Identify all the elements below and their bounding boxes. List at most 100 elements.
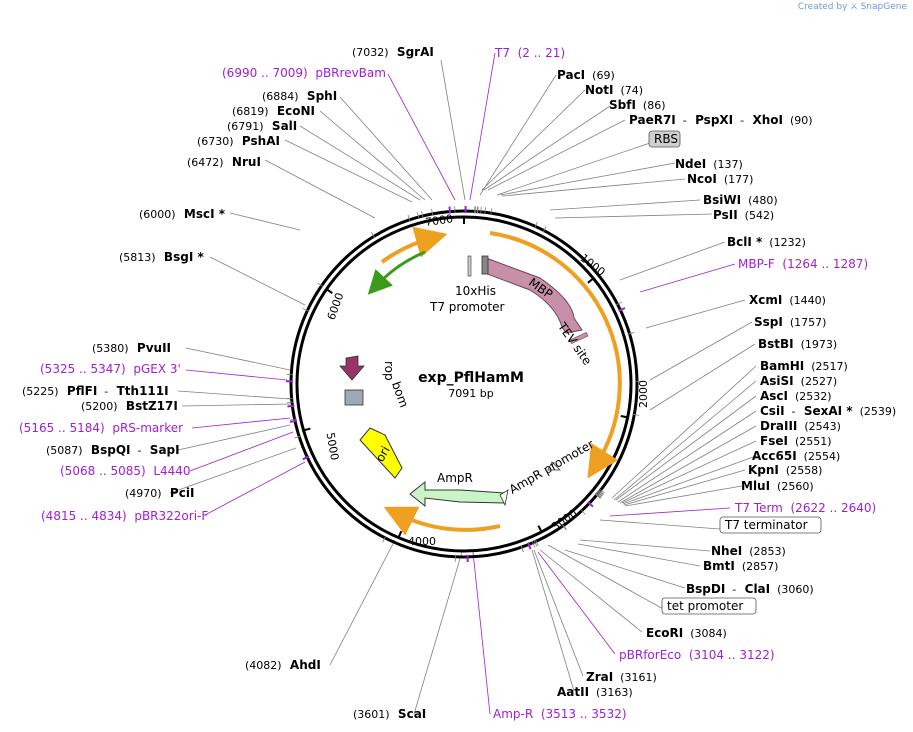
site-label-fsei[interactable]: FseI (2551) (760, 434, 832, 448)
site-label-bmti[interactable]: BmtI (2857) (703, 559, 778, 573)
site-label-sphi[interactable]: (6884) SphI (262, 89, 337, 103)
rop-feature-arrow[interactable] (339, 355, 365, 381)
label-part-bspqi-0: (5087) (46, 444, 83, 457)
site-label-l4440[interactable]: (5068 .. 5085) L4440 (60, 464, 191, 478)
label-part-zrai-1: (3161) (613, 671, 657, 684)
orf-arcs (367, 226, 622, 536)
site-label-kpni[interactable]: KpnI (2558) (748, 463, 822, 477)
label-part-sali-1: SalI (264, 119, 298, 133)
site-label-draiii[interactable]: DraIII (2543) (760, 419, 841, 433)
site-mark-paer7i (477, 206, 479, 214)
label-part-ecori-1: (3084) (683, 627, 727, 640)
tev-site-block[interactable] (569, 331, 589, 345)
ampr-promoter-mark[interactable] (499, 489, 509, 507)
site-label-pbrrevbam[interactable]: (6990 .. 7009) pBRrevBam (222, 66, 386, 80)
site-label-paer7i[interactable]: PaeR7I - PspXI - XhoI (90) (629, 113, 813, 127)
site-label-econi[interactable]: (6819) EcoNI (232, 104, 315, 118)
site-label-noti[interactable]: NotI (74) (585, 83, 643, 97)
tet-promoter-mark[interactable] (547, 461, 561, 471)
tick-1000: 1000 (577, 251, 607, 278)
site-mark-aatii (520, 545, 524, 553)
site-label-asci[interactable]: AscI (2532) (760, 389, 832, 403)
site-label-psti[interactable]: PsII (542) (713, 208, 774, 222)
site-label-bstbi[interactable]: BstBI (1973) (758, 337, 837, 351)
label-part-sphi-1: SphI (299, 89, 338, 103)
site-label-acc65i[interactable]: Acc65I (2554) (752, 449, 840, 463)
site-label-bcli[interactable]: BclI * (1232) (727, 235, 806, 249)
mbp-feature-arrow[interactable] (481, 257, 583, 334)
site-label-ndei[interactable]: NdeI (137) (675, 157, 743, 171)
site-mark-bspqi (289, 418, 297, 421)
site-mark-mlui (594, 493, 601, 499)
ori-feature-arrow[interactable] (359, 427, 403, 479)
site-label-ecori[interactable]: EcoRI (3084) (646, 626, 727, 640)
label-part-psti-1: (542) (738, 209, 775, 222)
label-part-pshai-0: (6730) (197, 135, 234, 148)
leader-lines (169, 52, 757, 715)
site-mark-bsiwi (534, 221, 538, 229)
bom-feature-block[interactable] (344, 389, 364, 406)
t7-promoter-label: T7 promoter (429, 300, 505, 314)
site-label-paci[interactable]: PacI (69) (557, 68, 615, 82)
site-label-msci[interactable]: (6000) MscI * (139, 207, 226, 221)
site-label-bspdi[interactable]: BspDI - ClaI (3060) (686, 582, 814, 596)
site-label-mlui[interactable]: MluI (2560) (741, 479, 814, 493)
site-label-nhei[interactable]: NheI (2853) (711, 544, 786, 558)
label-part-nrui-0: (6472) (187, 156, 224, 169)
site-label-mbpf[interactable]: MBP-F (1264 .. 1287) (738, 257, 868, 271)
site-label-nrui[interactable]: (6472) NruI (187, 155, 261, 169)
label-part-asisi-0: AsiSI (760, 374, 794, 388)
site-label-pvuii[interactable]: (5380) PvuII (92, 341, 171, 355)
site-label-sgrai[interactable]: (7032) SgrAI (352, 45, 434, 59)
site-label-bsgi[interactable]: (5813) BsgI * (119, 250, 204, 264)
label-part-pflfi-1: PflFI (59, 384, 98, 398)
site-mark-asisi (597, 489, 604, 495)
site-mark-sphi (431, 208, 434, 216)
label-part-ahdi-1: AhdI (282, 658, 321, 672)
site-label-pgex3[interactable]: (5325 .. 5347) pGEX 3' (40, 362, 181, 376)
site-mark-bstbi (632, 413, 640, 416)
label-part-bsgi-1: BsgI * (156, 250, 205, 264)
site-label-bamhi[interactable]: BamHI (2517) (760, 359, 848, 373)
site-label-tetpromoter[interactable]: tet promoter (661, 597, 757, 615)
ampr-feature-arrow[interactable] (409, 480, 506, 508)
site-label-csii[interactable]: CsiI - SexAI * (2539) (760, 404, 896, 418)
site-mark-bstz17i (286, 401, 294, 404)
site-label-xcmi[interactable]: XcmI (1440) (749, 293, 826, 307)
label-part-noti-0: NotI (585, 83, 614, 97)
site-label-bstz17i[interactable]: (5200) BstZ17I (81, 399, 178, 413)
site-label-bsiwi[interactable]: BsiWI (480) (703, 193, 778, 207)
site-mark-msci (317, 282, 324, 288)
site-mark-ndei (484, 207, 486, 215)
site-label-bspqi[interactable]: (5087) BspQI - SapI (46, 443, 180, 457)
tick-6000: 6000 (325, 291, 347, 322)
site-label-pcli[interactable]: (4970) PciI (125, 486, 194, 500)
site-label-ahdi[interactable]: (4082) AhdI (245, 658, 321, 672)
site-label-t7terminator[interactable]: T7 terminator (719, 516, 822, 534)
site-label-zrai[interactable]: ZraI (3161) (586, 670, 657, 684)
tick-2000: 2000 (637, 380, 650, 408)
site-label-asisi[interactable]: AsiSI (2527) (760, 374, 837, 388)
site-label-aatii[interactable]: AatII (3163) (557, 685, 633, 699)
label-part-paci-0: PacI (557, 68, 585, 82)
site-label-t7term[interactable]: T7 Term (2622 .. 2640) (734, 501, 876, 515)
site-label-ncoi[interactable]: NcoI (177) (687, 172, 753, 186)
site-label-pbrforeco[interactable]: pBRforEco (3104 .. 3122) (619, 648, 775, 662)
label-box-t7terminator (719, 516, 822, 534)
site-label-pflfi[interactable]: (5225) PflFI - Tth111I (22, 384, 169, 398)
site-label-sspi[interactable]: SspI (1757) (754, 315, 826, 329)
t7-promoter-mark[interactable] (467, 255, 472, 277)
site-label-t7[interactable]: T7 (2 .. 21) (494, 46, 565, 60)
site-labels: (7032) SgrAI T7 (2 .. 21) (6990 .. 7009) p… (19, 45, 896, 721)
his-tag-block[interactable] (481, 255, 489, 275)
site-label-prsmarker[interactable]: (5165 .. 5184) pRS-marker (19, 421, 183, 435)
site-label-rbs[interactable]: RBS (648, 130, 681, 148)
site-label-pshai[interactable]: (6730) PshAI (197, 134, 280, 148)
site-label-pbr322ori[interactable]: (4815 .. 4834) pBR322ori-F (41, 509, 208, 523)
site-label-sali[interactable]: (6791) SalI (227, 119, 297, 133)
site-label-sbfi[interactable]: SbfI (86) (609, 98, 666, 112)
label-part-paer7i-5: (90) (783, 114, 813, 127)
site-label-ampr_primer[interactable]: Amp-R (3513 .. 3532) (493, 707, 627, 721)
site-label-scai[interactable]: (3601) ScaI (353, 707, 426, 721)
